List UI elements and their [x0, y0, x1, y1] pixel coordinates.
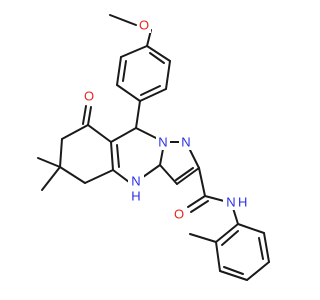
bond-tolyl-3	[246, 261, 270, 281]
bond-anisole-3	[139, 88, 167, 102]
bond-c9-n1	[135, 127, 159, 140]
bond-tolyl-db-2	[223, 266, 244, 275]
bond-c4a-c9a-db	[116, 144, 120, 168]
bond-c9a-c8	[87, 124, 112, 143]
atom-o-methoxy: O	[137, 17, 151, 33]
atom-nh-ring: N H	[128, 173, 144, 204]
atom-label: O	[174, 207, 184, 222]
atom-o-ketone: O	[82, 88, 96, 104]
bond-methyl-b	[41, 166, 61, 191]
bond-c7-c6	[59, 138, 63, 168]
atom-label: N	[158, 135, 167, 150]
bond-ketone-2	[82, 105, 87, 125]
bond-ketone-1	[87, 106, 92, 126]
atom-n-pyrazole-1: N	[156, 134, 170, 150]
bond-anisole-6	[120, 45, 148, 58]
bond-layer	[37, 14, 270, 281]
atom-n-pyrazole-2: N	[179, 134, 193, 150]
bond-c3-camide	[198, 167, 206, 197]
bond-c6-c5	[59, 166, 86, 184]
bond-tolyl-db-3	[221, 230, 239, 246]
bond-n-tolyl	[232, 207, 239, 225]
atom-hydrogen: H	[131, 189, 140, 204]
bond-tolyl-2	[263, 232, 270, 263]
bond-c3a-c8a	[159, 164, 178, 185]
bond-anisole-5	[116, 56, 122, 86]
bond-anisole-4	[116, 84, 141, 102]
bond-anisole-c9	[135, 100, 141, 129]
atom-label: O	[139, 18, 149, 33]
bond-c9-c9a	[110, 127, 137, 143]
chemical-structure-diagram: O O O N N N H N H	[37, 14, 270, 281]
bond-c4a-c9a	[110, 141, 114, 171]
bond-anisole-db-3	[122, 60, 127, 82]
bond-anisole-2	[165, 60, 171, 90]
atom-label: O	[84, 89, 94, 104]
bond-c3-c3a	[176, 167, 200, 185]
atom-nh-amide: N H	[223, 194, 251, 210]
bond-c8a-n1	[159, 148, 164, 166]
atom-label: N	[226, 195, 235, 210]
atom-label: N	[181, 135, 190, 150]
bond-c5-c4a	[84, 169, 114, 184]
bond-tolyl-4	[219, 270, 248, 281]
bond-anisole-db-2	[140, 85, 161, 96]
bond-amide-o-1	[187, 195, 206, 208]
bond-tolyl-6	[215, 223, 239, 243]
bond-c3-c3a-db	[175, 167, 194, 181]
bond-tolyl-db-1	[258, 237, 264, 260]
bond-c8-c7	[61, 124, 89, 140]
bond-anisole-1	[146, 45, 171, 62]
bond-tolyl-1	[237, 223, 265, 234]
bond-tolyl-5	[215, 241, 221, 272]
bond-tolyl-methyl	[189, 233, 217, 243]
bond-methyl-a	[37, 157, 61, 168]
bond-n2-c3	[189, 149, 200, 169]
bond-methyl-o	[109, 14, 137, 26]
bond-c8a-nh	[142, 164, 161, 178]
bond-camide-n	[204, 195, 225, 202]
atom-o-amide: O	[172, 206, 186, 222]
bond-anisole-db-1	[149, 52, 165, 64]
bond-amide-o-2	[190, 200, 209, 213]
atom-layer: O O O N N N H N H	[82, 17, 251, 222]
atom-label: N	[131, 174, 140, 189]
atom-hydrogen: H	[238, 195, 247, 210]
bond-nh-c4a	[112, 169, 130, 183]
